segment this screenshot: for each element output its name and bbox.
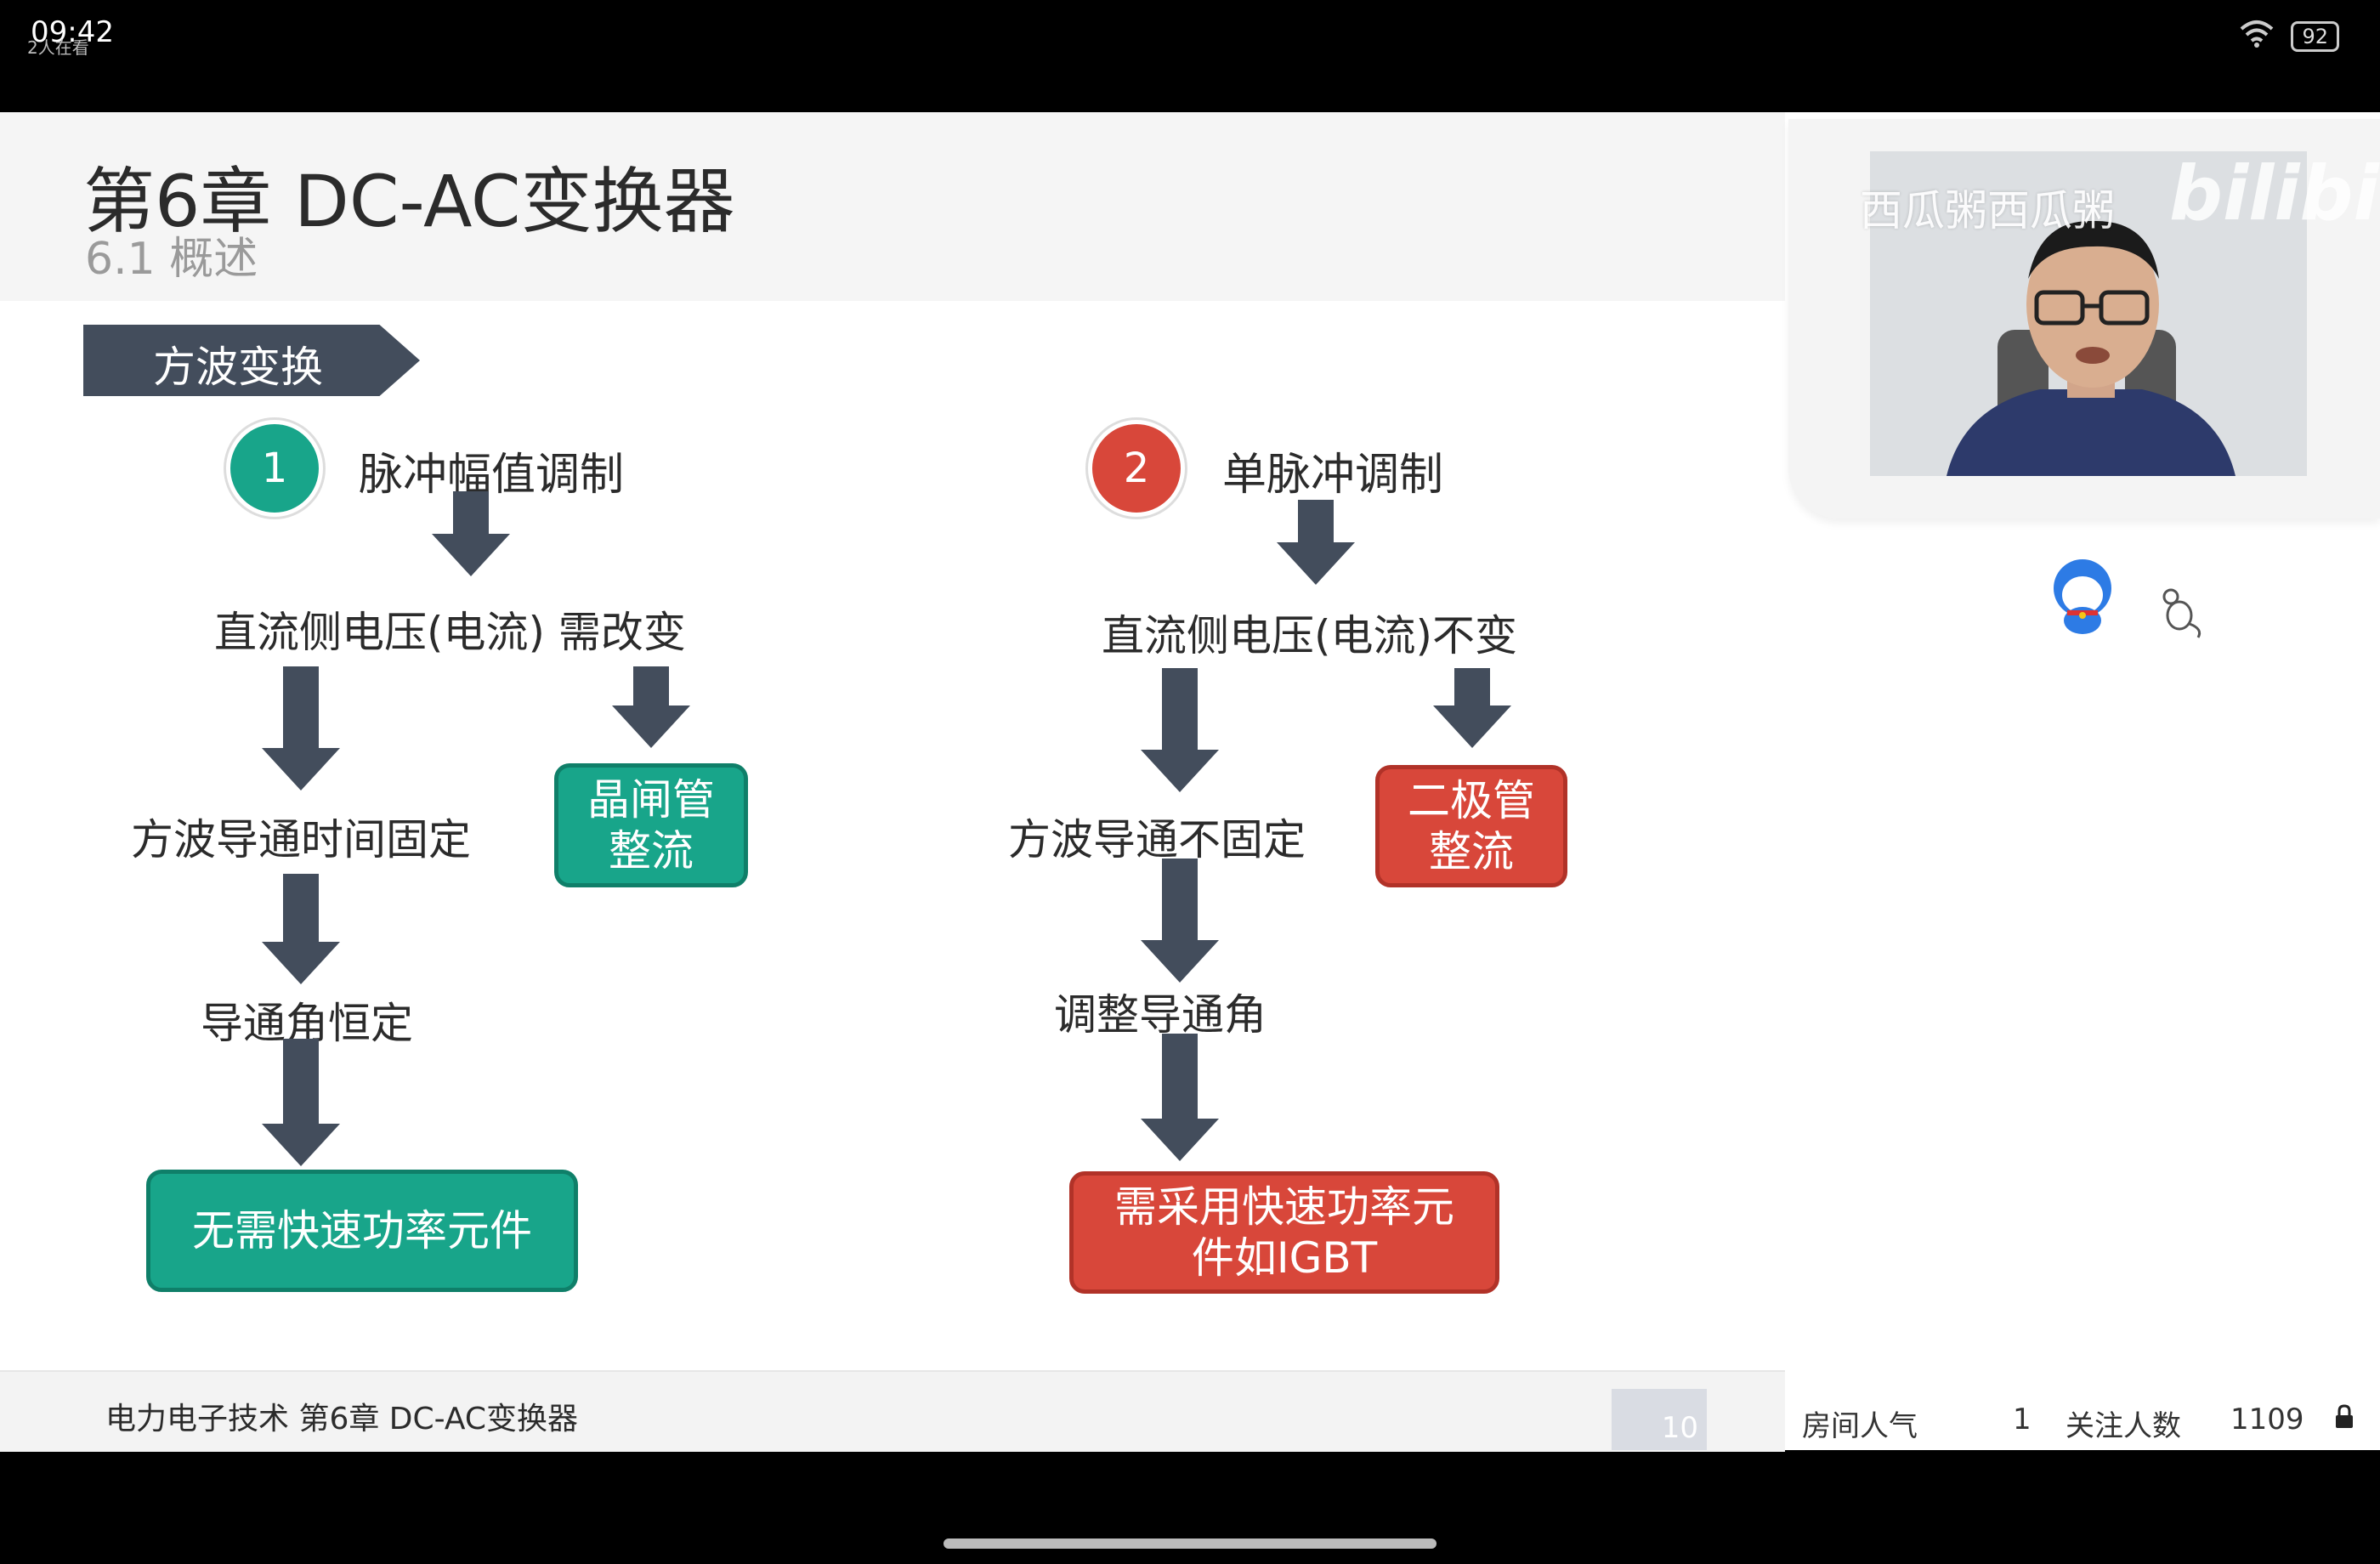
arrow-down-icon [270, 1039, 332, 1166]
diode-rectifier-box: 二极管 整流 [1375, 765, 1567, 887]
left-node-dc-change: 直流侧电压(电流) 需改变 [214, 598, 686, 660]
arrow-down-icon [270, 666, 332, 790]
no-fast-device-box: 无需快速功率元件 [146, 1170, 578, 1292]
arrow-down-icon [1149, 668, 1210, 792]
step-1-badge: 1 [226, 420, 323, 517]
home-indicator[interactable] [944, 1538, 1436, 1549]
arrow-down-icon [1285, 500, 1346, 585]
mouse-sticker-icon [2156, 586, 2210, 644]
page-number: 10 [1612, 1389, 1707, 1450]
lock-icon[interactable] [2334, 1404, 2354, 1433]
status-icons: 92 [2238, 19, 2339, 54]
doraemon-icon [2048, 554, 2116, 643]
arrow-down-icon [620, 666, 682, 748]
right-heading: 单脉冲调制 [1222, 439, 1443, 502]
step-2-badge: 2 [1088, 420, 1185, 517]
thyristor-rectifier-box: 晶闸管 整流 [554, 763, 748, 887]
right-node-dc-unchanged: 直流侧电压(电流)不变 [1102, 602, 1517, 663]
wifi-icon [2238, 19, 2275, 54]
slide-subtitle: 6.1 概述 [85, 223, 258, 286]
battery-indicator: 92 [2291, 21, 2339, 52]
arrow-down-icon [440, 491, 502, 576]
followers-value: 1109 [2230, 1402, 2304, 1436]
section-tag-label: 方波变换 [153, 333, 323, 394]
arrow-down-icon [270, 874, 332, 984]
arrow-down-icon [1149, 1034, 1210, 1161]
left-node-fixed-time: 方波导通时间固定 [131, 806, 471, 867]
arrow-down-icon [1149, 858, 1210, 983]
popularity-value: 1 [2013, 1402, 2032, 1436]
section-tag: 方波变换 [83, 325, 420, 396]
footer-course-title: 电力电子技术 第6章 DC-AC变换器 [105, 1394, 578, 1438]
popularity-label: 房间人气 [1802, 1402, 1918, 1444]
bilibili-logo: bilibili [2169, 150, 2380, 237]
followers-label: 关注人数 [2066, 1402, 2181, 1444]
arrow-down-icon [1442, 668, 1503, 748]
watching-count: 2人在看 [27, 34, 89, 59]
video-watermark: 西瓜粥西瓜粥 [1860, 177, 2115, 238]
fast-device-igbt-box: 需采用快速功率元 件如IGBT [1069, 1171, 1499, 1294]
